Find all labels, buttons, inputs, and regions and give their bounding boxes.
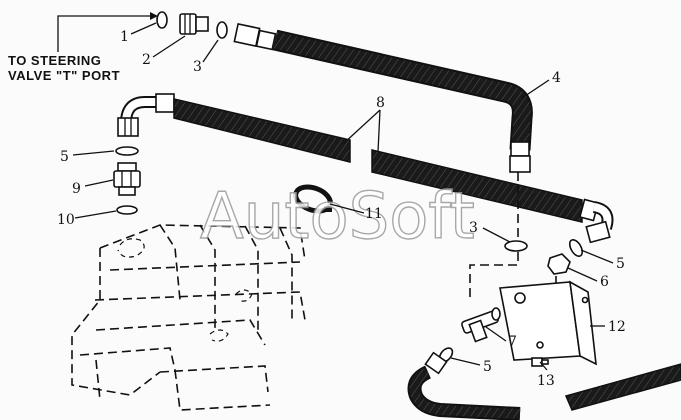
oring-10 (116, 205, 138, 215)
bracket-12 (499, 280, 597, 366)
callout-1: 1 (120, 29, 129, 45)
callout-10: 10 (57, 212, 75, 228)
callout-numbers: 1 2 3 4 8 5 9 10 11 3 5 6 7 12 5 13 (57, 29, 626, 389)
callout-5-left: 5 (60, 149, 69, 165)
note-arrow-icon (150, 12, 158, 20)
callout-2: 2 (142, 52, 151, 68)
control-valve (71, 224, 306, 411)
note-leader (57, 15, 150, 52)
callout-13: 13 (537, 373, 555, 389)
callout-11: 11 (365, 206, 383, 222)
clamp-11 (293, 184, 333, 214)
adapter-2 (179, 13, 209, 35)
callout-8: 8 (376, 95, 385, 111)
oring-3-right (504, 240, 528, 252)
nut-6 (547, 253, 571, 275)
callout-4: 4 (552, 70, 561, 86)
oring-1 (156, 11, 168, 29)
hidden-line-2 (469, 252, 519, 300)
note-line-2: VALVE "T" PORT (8, 68, 120, 83)
callout-5-lower: 5 (483, 359, 492, 375)
steering-port-note: TO STEERING VALVE "T" PORT (8, 12, 158, 83)
note-line-1: TO STEERING (8, 53, 101, 68)
callout-12: 12 (608, 319, 626, 335)
lower-hose-right (564, 363, 681, 411)
hose-8 (117, 93, 614, 244)
callout-9: 9 (72, 181, 81, 197)
callout-5-right: 5 (616, 256, 625, 272)
callout-3-top: 3 (193, 59, 202, 75)
oring-5-left (115, 146, 139, 156)
bolt-13 (531, 357, 549, 367)
oring-3-top (216, 21, 228, 39)
lower-hose-left (407, 351, 521, 420)
tee-7 (461, 307, 501, 343)
oring-5-right (568, 239, 584, 257)
leader-lines (72, 22, 614, 371)
callout-7: 7 (508, 334, 517, 350)
callout-3-right: 3 (469, 220, 478, 236)
callout-6: 6 (600, 274, 609, 290)
adapter-9 (113, 162, 141, 196)
watermark: AutoSoft (200, 180, 475, 254)
hose-4 (233, 22, 533, 173)
